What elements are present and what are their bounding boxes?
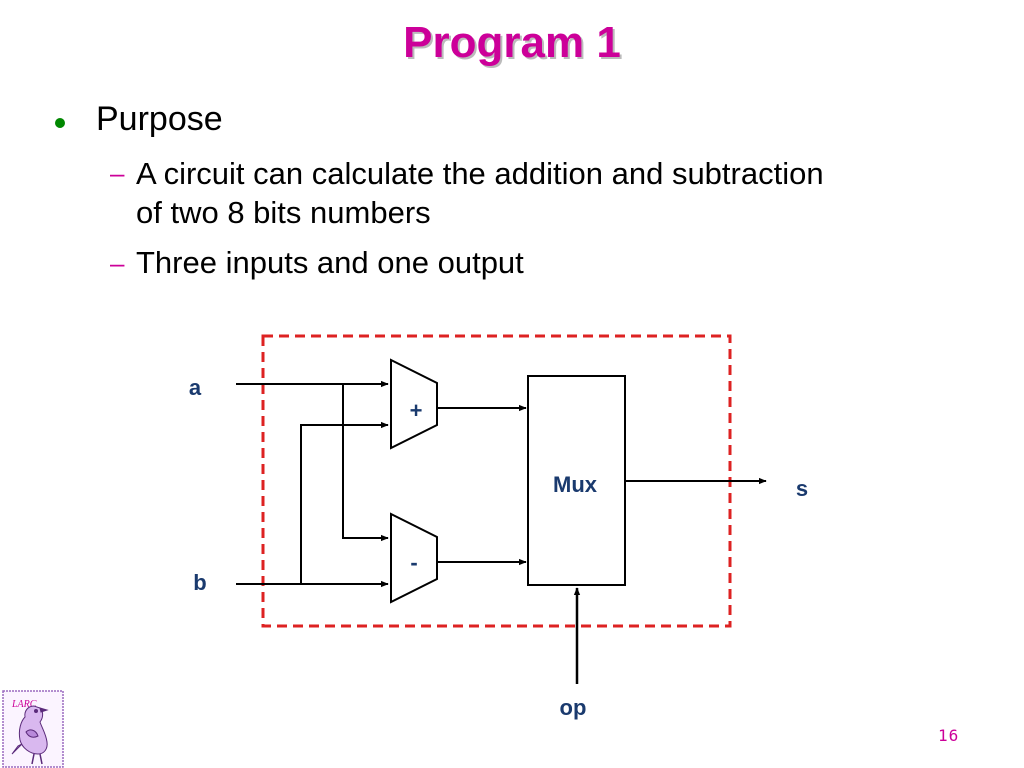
wire-b	[236, 421, 389, 588]
bird-icon	[11, 705, 49, 765]
larc-logo: LARC	[2, 690, 64, 768]
input-label-b: b	[193, 570, 206, 595]
adder-symbol: +	[410, 398, 423, 423]
logo-text: LARC	[11, 699, 37, 710]
subtractor-symbol: -	[410, 550, 417, 575]
input-label-op: op	[560, 695, 587, 720]
subtractor-block	[390, 512, 438, 604]
mux-label: Mux	[553, 472, 598, 497]
dash-marker: –	[110, 158, 125, 188]
sub-item-1-line-2: of two 8 bits numbers	[136, 195, 431, 230]
page-number: 16	[938, 726, 960, 745]
sub-item-1-line-1: A circuit can calculate the addition and…	[136, 156, 824, 191]
bullet-dot	[55, 118, 65, 128]
slide-title: Program 1	[403, 18, 621, 67]
mux-block	[527, 375, 626, 586]
dash-marker: –	[110, 248, 125, 278]
sub-item-2-line-1: Three inputs and one output	[136, 245, 524, 280]
adder-block	[390, 358, 438, 450]
bullet-purpose: Purpose	[96, 100, 223, 138]
wire-a	[236, 380, 389, 542]
output-label-s: s	[796, 476, 808, 501]
input-label-a: a	[189, 375, 202, 400]
